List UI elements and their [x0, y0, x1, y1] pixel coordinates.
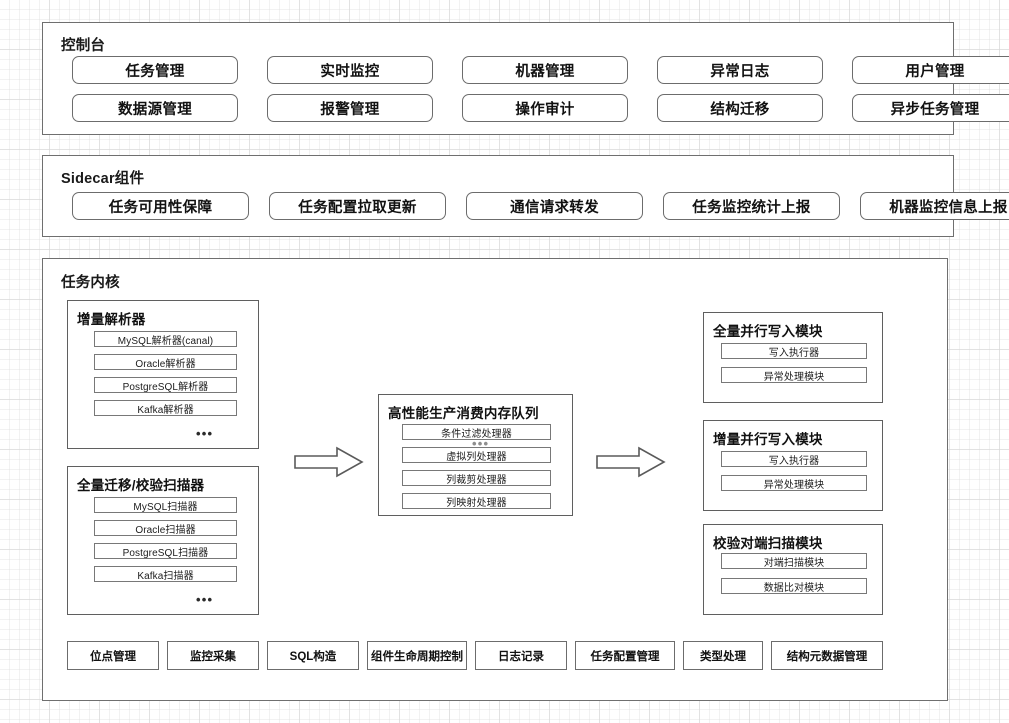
group-verify-peer-scanner: 校验对端扫描模块 对端扫描模块 数据比对模块 — [703, 524, 883, 615]
utility-chip-component-lifecycle-control[interactable]: 组件生命周期控制 — [367, 641, 467, 670]
sidecar-button-machine-monitor-report[interactable]: 机器监控信息上报 — [860, 192, 1009, 220]
console-button-machine-management[interactable]: 机器管理 — [462, 56, 628, 84]
group-full-parallel-writer: 全量并行写入模块 写入执行器 异常处理模块 — [703, 312, 883, 403]
queue-item-column-prune[interactable]: 列裁剪处理器 — [402, 470, 551, 486]
utility-chip-sql-builder[interactable]: SQL构造 — [267, 641, 359, 670]
console-panel-title: 控制台 — [61, 38, 106, 54]
sidecar-button-request-forward[interactable]: 通信请求转发 — [466, 192, 643, 220]
utility-chip-task-config-management[interactable]: 任务配置管理 — [575, 641, 675, 670]
flow-arrow-queue-to-writer — [595, 445, 667, 479]
queue-more-ellipsis: ••• — [472, 436, 490, 451]
sidecar-panel-title: Sidecar组件 — [61, 171, 145, 187]
flow-arrow-parser-to-queue — [293, 445, 365, 479]
parser-item-postgresql[interactable]: PostgreSQL解析器 — [94, 377, 237, 393]
verify-item-peer-scan[interactable]: 对端扫描模块 — [721, 553, 867, 569]
sidecar-button-availability-guarantee[interactable]: 任务可用性保障 — [72, 192, 249, 220]
utility-chip-offset-management[interactable]: 位点管理 — [67, 641, 159, 670]
utility-chip-schema-metadata-management[interactable]: 结构元数据管理 — [771, 641, 883, 670]
console-button-task-management[interactable]: 任务管理 — [72, 56, 238, 84]
verify-item-data-compare[interactable]: 数据比对模块 — [721, 578, 867, 594]
console-button-user-management[interactable]: 用户管理 — [852, 56, 1009, 84]
parser-item-kafka[interactable]: Kafka解析器 — [94, 400, 237, 416]
utility-chip-type-handling[interactable]: 类型处理 — [683, 641, 763, 670]
sidecar-button-config-pull-update[interactable]: 任务配置拉取更新 — [269, 192, 446, 220]
group-full-parallel-writer-title: 全量并行写入模块 — [713, 324, 823, 339]
group-incremental-parallel-writer: 增量并行写入模块 写入执行器 异常处理模块 — [703, 420, 883, 511]
incremental-writer-item-exception-handler[interactable]: 异常处理模块 — [721, 475, 867, 491]
sidecar-button-task-monitor-report[interactable]: 任务监控统计上报 — [663, 192, 840, 220]
kernel-panel-title: 任务内核 — [61, 275, 120, 291]
group-full-scanner-title: 全量迁移/校验扫描器 — [77, 478, 205, 493]
console-panel: 控制台 任务管理 实时监控 机器管理 异常日志 用户管理 数据源管理 报警管理 … — [42, 22, 1009, 135]
scanner-item-kafka[interactable]: Kafka扫描器 — [94, 566, 237, 582]
console-button-async-task-management[interactable]: 异步任务管理 — [852, 94, 1009, 122]
scanner-item-postgresql[interactable]: PostgreSQL扫描器 — [94, 543, 237, 559]
console-button-structure-migration[interactable]: 结构迁移 — [657, 94, 823, 122]
scanner-more-ellipsis: ••• — [196, 592, 214, 607]
utility-chip-logging[interactable]: 日志记录 — [475, 641, 567, 670]
parser-more-ellipsis: ••• — [196, 426, 214, 441]
console-button-datasource-management[interactable]: 数据源管理 — [72, 94, 238, 122]
full-writer-item-exception-handler[interactable]: 异常处理模块 — [721, 367, 867, 383]
console-button-realtime-monitor[interactable]: 实时监控 — [267, 56, 433, 84]
queue-item-virtual-column[interactable]: 虚拟列处理器 — [402, 447, 551, 463]
queue-item-column-mapping[interactable]: 列映射处理器 — [402, 493, 551, 509]
scanner-item-mysql[interactable]: MySQL扫描器 — [94, 497, 237, 513]
utility-chip-monitor-collection[interactable]: 监控采集 — [167, 641, 259, 670]
group-incremental-parser-title: 增量解析器 — [77, 312, 146, 327]
queue-item-condition-filter[interactable]: 条件过滤处理器 — [402, 424, 551, 440]
group-memory-queue: 高性能生产消费内存队列 条件过滤处理器 ••• 虚拟列处理器 列裁剪处理器 列映… — [378, 394, 573, 516]
parser-item-oracle[interactable]: Oracle解析器 — [94, 354, 237, 370]
group-incremental-parser: 增量解析器 MySQL解析器(canal) Oracle解析器 PostgreS… — [67, 300, 259, 449]
console-button-alarm-management[interactable]: 报警管理 — [267, 94, 433, 122]
parser-item-mysql[interactable]: MySQL解析器(canal) — [94, 331, 237, 347]
group-memory-queue-title: 高性能生产消费内存队列 — [388, 406, 539, 421]
group-verify-peer-scanner-title: 校验对端扫描模块 — [713, 536, 823, 551]
sidecar-panel: Sidecar组件 任务可用性保障 任务配置拉取更新 通信请求转发 任务监控统计… — [42, 155, 1009, 237]
full-writer-item-executor[interactable]: 写入执行器 — [721, 343, 867, 359]
console-button-operation-audit[interactable]: 操作审计 — [462, 94, 628, 122]
console-button-exception-log[interactable]: 异常日志 — [657, 56, 823, 84]
incremental-writer-item-executor[interactable]: 写入执行器 — [721, 451, 867, 467]
kernel-panel: 任务内核 增量解析器 MySQL解析器(canal) Oracle解析器 Pos… — [42, 258, 948, 701]
scanner-item-oracle[interactable]: Oracle扫描器 — [94, 520, 237, 536]
group-incremental-parallel-writer-title: 增量并行写入模块 — [713, 432, 823, 447]
group-full-scanner: 全量迁移/校验扫描器 MySQL扫描器 Oracle扫描器 PostgreSQL… — [67, 466, 259, 615]
